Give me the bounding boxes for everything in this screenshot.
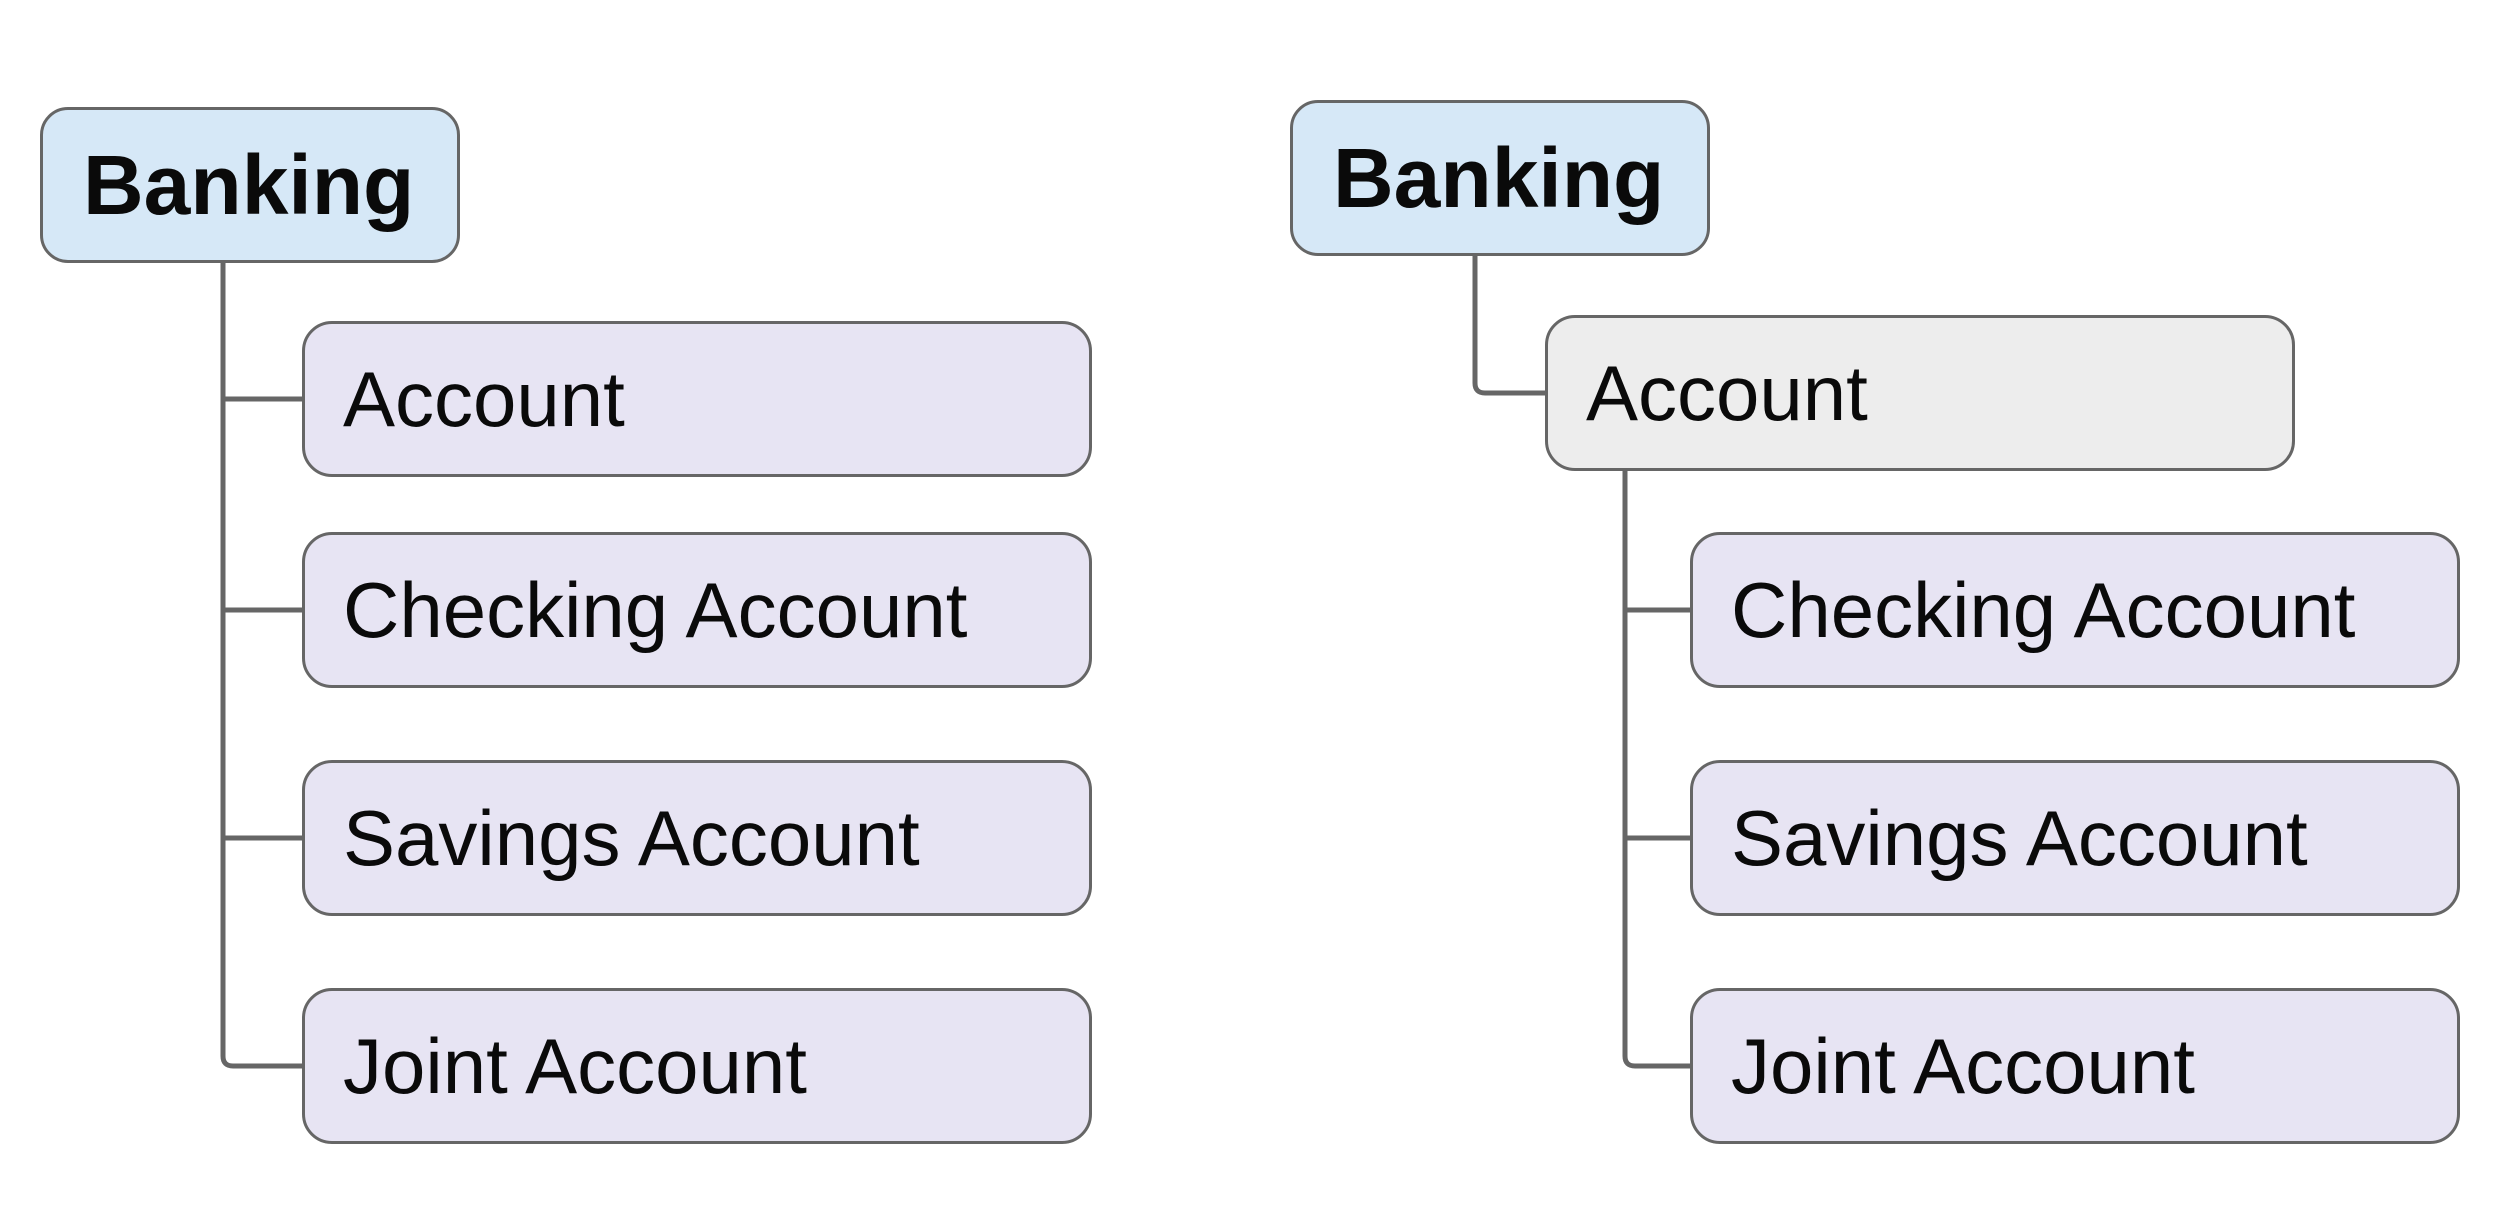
right-tree-node-account[interactable]: Account (1545, 315, 2295, 471)
node-label: Checking Account (1731, 565, 2356, 654)
node-label: Savings Account (1731, 793, 2308, 882)
right-tree-node-savings-account[interactable]: Savings Account (1690, 760, 2460, 916)
left-tree-node-savings-account[interactable]: Savings Account (302, 760, 1092, 916)
node-label: Savings Account (343, 793, 920, 882)
right-trunk-connector (1622, 471, 1690, 1069)
left-tree-node-account[interactable]: Account (302, 321, 1092, 477)
node-label: Banking (83, 137, 415, 232)
node-label: Joint Account (1731, 1021, 2195, 1110)
left-tree-node-checking-account[interactable]: Checking Account (302, 532, 1092, 688)
right-root-connector (1472, 256, 1545, 396)
node-label: Joint Account (343, 1021, 807, 1110)
node-label: Checking Account (343, 565, 968, 654)
node-label: Account (1586, 348, 1868, 437)
left-tree-node-banking[interactable]: Banking (40, 107, 460, 263)
right-tree-node-banking[interactable]: Banking (1290, 100, 1710, 256)
left-trunk-connector (220, 263, 302, 1069)
right-tree-node-joint-account[interactable]: Joint Account (1690, 988, 2460, 1144)
right-tree-node-checking-account[interactable]: Checking Account (1690, 532, 2460, 688)
node-label: Account (343, 354, 625, 443)
node-label: Banking (1333, 130, 1665, 225)
left-tree-node-joint-account[interactable]: Joint Account (302, 988, 1092, 1144)
